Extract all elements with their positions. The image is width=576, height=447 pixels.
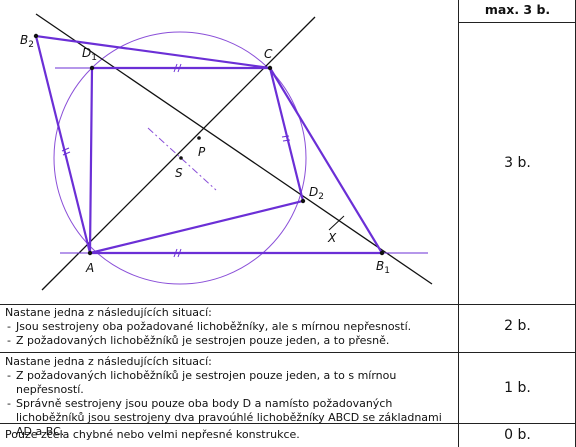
label-D2: D2 (309, 185, 324, 202)
line-B2B1 (35, 13, 433, 285)
row-2-item-2: Z požadovaných lichoběžníků je sestrojen… (5, 334, 455, 348)
row-2-intro: Nastane jedna z následujících situací: (5, 306, 212, 319)
header-underline (458, 22, 576, 23)
row-4-points: 0 b. (504, 427, 531, 443)
label-S: S (175, 166, 183, 180)
circle (53, 31, 307, 285)
row-2-item-1: Jsou sestrojeny oba požadované lichoběžn… (5, 320, 455, 334)
label-B2: B2 (20, 33, 34, 50)
row-3-item-1: Z požadovaných lichoběžníků je sestrojen… (5, 369, 455, 397)
row-1-points: 3 b. (504, 155, 531, 171)
label-B1: B1 (376, 259, 390, 276)
column-divider (458, 0, 459, 447)
label-X: X (327, 231, 337, 245)
label-C: C (264, 47, 273, 61)
row-divider-2 (0, 352, 576, 353)
label-A: A (85, 261, 94, 275)
row-divider-1 (0, 304, 576, 305)
row-3-text: Nastane jedna z následujících situací: Z… (5, 355, 455, 439)
row-2-list: Jsou sestrojeny oba požadované lichoběžn… (5, 320, 455, 348)
row-3-intro: Nastane jedna z následujících situací: (5, 355, 212, 368)
row-4-text: Pouze zcela chybné nebo velmi nepřesné k… (5, 428, 300, 441)
row-3-list: Z požadovaných lichoběžníků je sestrojen… (5, 369, 455, 439)
row-3-item-2: Správně sestrojeny jsou pouze oba body D… (5, 397, 455, 439)
row-2-points: 2 b. (504, 318, 531, 334)
max-points-header: max. 3 b. (484, 2, 551, 17)
row-2-text: Nastane jedna z následujících situací: J… (5, 306, 455, 348)
row-3-points: 1 b. (504, 380, 531, 396)
label-D1: D1 (82, 46, 97, 63)
construction-figure: A B1 B2 C D1 D2 P S X (20, 13, 433, 291)
label-P: P (198, 145, 206, 159)
